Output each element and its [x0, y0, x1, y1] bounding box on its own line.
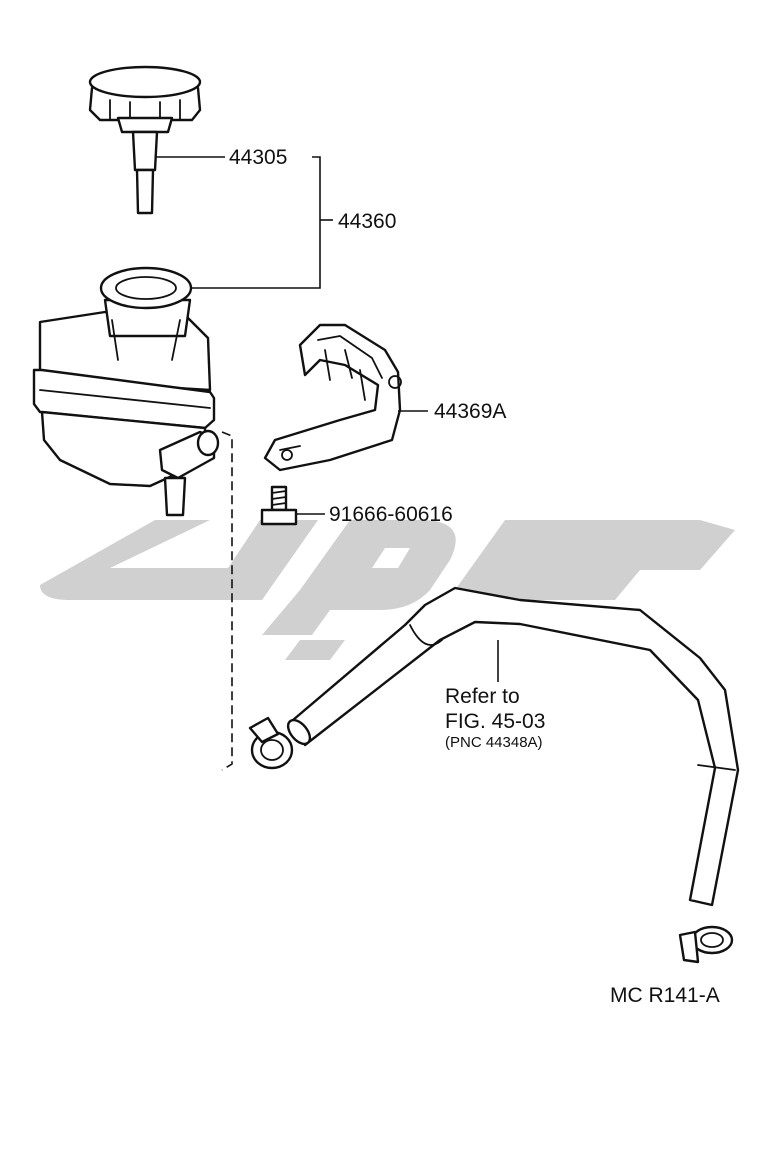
- part-number-reservoir: 44360: [338, 210, 396, 233]
- bracket-44369a-drawing: [263, 323, 402, 472]
- return-hose-drawing: [286, 586, 740, 907]
- reference-line-1: Refer to: [445, 685, 520, 708]
- hose-clamp-lower-drawing: [678, 925, 734, 964]
- reference-line-3: (PNC 44348A): [445, 734, 543, 751]
- part-number-cap: 44305: [229, 146, 287, 169]
- part-number-bolt: 91666-60616: [329, 503, 453, 526]
- figure-code: MC R141-A: [610, 984, 720, 1007]
- cap-44305-drawing: [88, 65, 202, 215]
- hose-clamp-upper-drawing: [248, 716, 294, 770]
- reference-line-2: FIG. 45-03: [445, 710, 545, 733]
- bolt-91666-60616-drawing: [260, 485, 298, 526]
- part-number-bracket: 44369A: [434, 400, 506, 423]
- reservoir-44360-drawing: [32, 266, 220, 517]
- leader-lines: [155, 156, 499, 771]
- watermark-logo: [40, 520, 735, 660]
